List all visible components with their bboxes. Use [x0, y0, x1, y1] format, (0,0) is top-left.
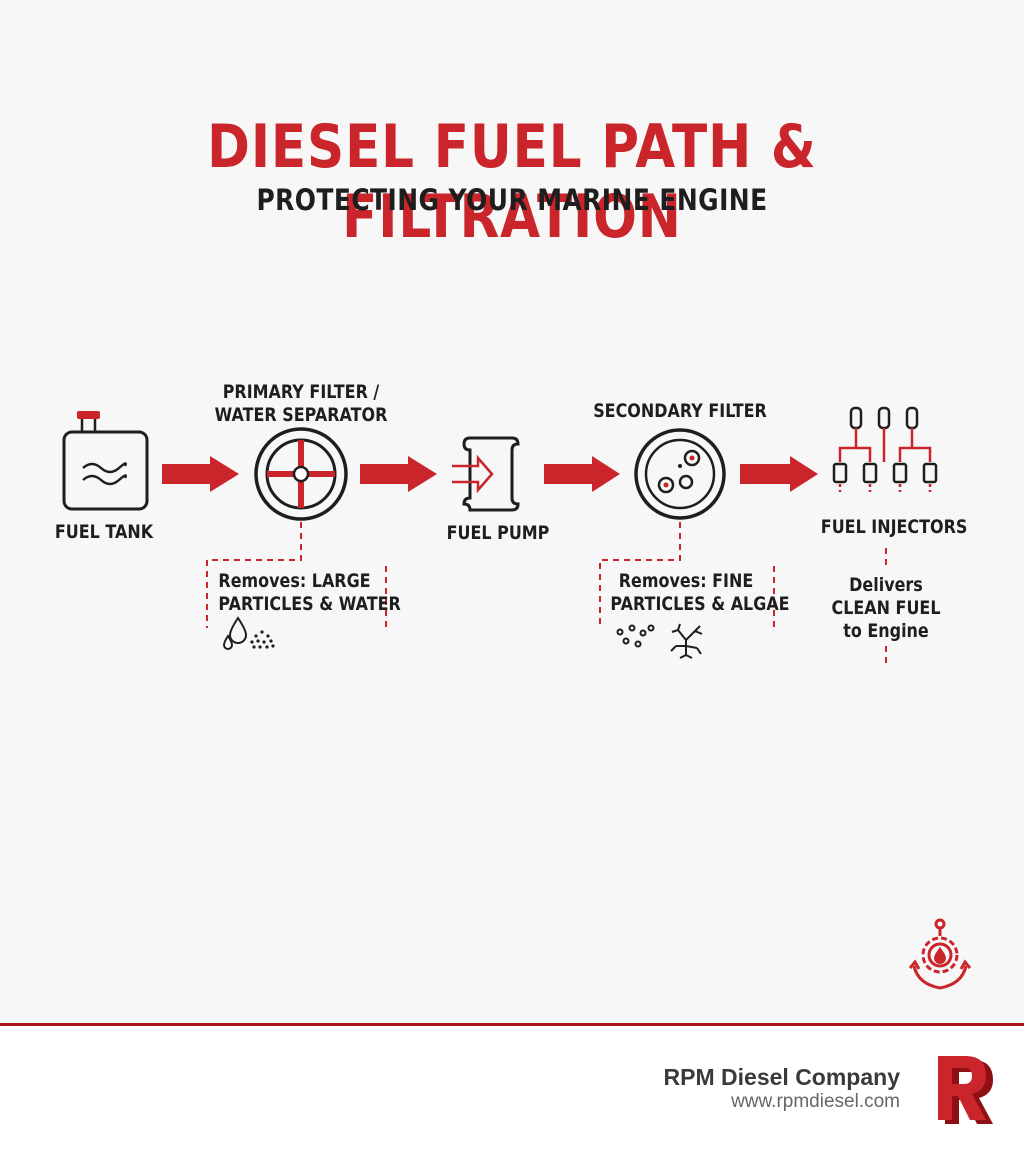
water-drop-icon	[222, 616, 248, 650]
company-logo	[938, 1056, 993, 1124]
algae-icon	[670, 623, 703, 659]
fuel-tank-label: FUEL TANK	[54, 521, 154, 543]
secondary-filter-label: SECONDARY FILTER	[593, 400, 767, 422]
particles-icon	[250, 630, 275, 649]
fine-particles-icon	[616, 624, 655, 648]
secondary-note-line2: PARTICLES & ALGAE	[610, 593, 790, 615]
flow-arrow-4	[740, 456, 818, 492]
footer	[0, 1026, 1024, 1154]
fuel-injectors-label: FUEL INJECTORS	[820, 516, 968, 538]
injectors-note-line3: to Engine	[843, 620, 929, 642]
page-title: DIESEL FUEL PATH & FILTRATION	[207, 112, 817, 252]
primary-note-line2: PARTICLES & WATER	[218, 593, 401, 615]
flow-arrow-1	[162, 456, 239, 492]
primary-filter-label-line2: WATER SEPARATOR	[214, 404, 388, 426]
fuel-tank-icon	[62, 411, 149, 511]
injectors-note-line1: Delivers	[849, 574, 923, 596]
anchor-gear-icon	[908, 918, 972, 990]
company-name: RPM Diesel Company	[663, 1064, 900, 1090]
injectors-note-line2: CLEAN FUEL	[831, 597, 941, 619]
footer-divider	[0, 1023, 1024, 1026]
fuel-injectors-icon	[832, 406, 938, 492]
primary-filter-label-line1: PRIMARY FILTER /	[222, 381, 380, 403]
secondary-note-connector	[599, 522, 775, 630]
fuel-pump-label: FUEL PUMP	[446, 522, 550, 544]
primary-note-line1: Removes: LARGE	[218, 570, 371, 592]
page-subtitle: PROTECTING YOUR MARINE ENGINE	[256, 183, 768, 217]
fuel-pump-icon	[452, 436, 520, 512]
primary-note-connector	[206, 522, 387, 630]
secondary-filter-icon	[634, 428, 726, 520]
flow-arrow-3	[544, 456, 620, 492]
secondary-note-line1: Removes: FINE	[618, 570, 754, 592]
flow-arrow-2	[360, 456, 437, 492]
primary-filter-icon	[254, 427, 348, 521]
company-website[interactable]: www.rpmdiesel.com	[731, 1091, 900, 1112]
